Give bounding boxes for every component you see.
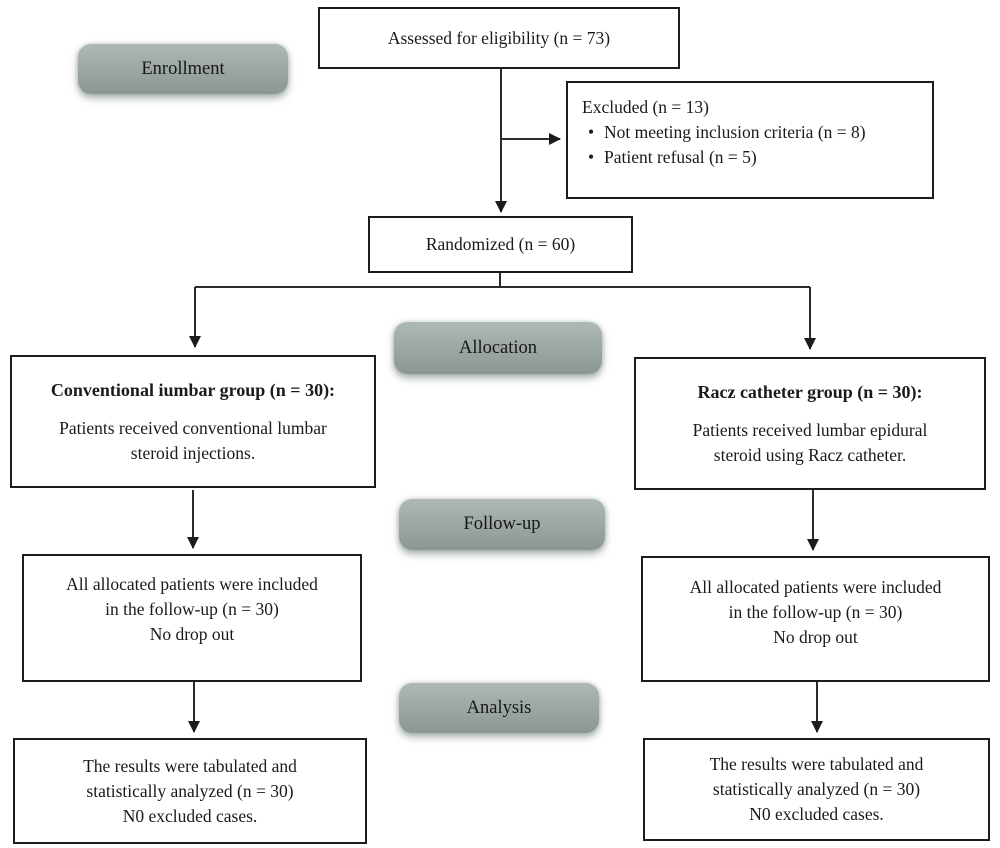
analysis-right-line: statistically analyzed (n = 30) [712,779,921,799]
enrollment-stage-label: Enrollment [141,58,225,79]
conventional-body-line: steroid injections. [130,442,256,463]
followup-right-box: All allocated patients were included in … [641,556,990,682]
analysis-left-line: N0 excluded cases. [122,805,258,826]
analysis-stage-label: Analysis [466,697,532,718]
excluded-bullet-item: • Not meeting inclusion criteria (n = 8) [582,120,918,145]
followup-stage-badge: Follow-up [399,499,605,550]
allocation-stage-label: Allocation [458,337,538,358]
analysis-left-box: The results were tabulated and statistic… [13,738,367,844]
analysis-left-line: statistically analyzed (n = 30) [86,780,294,801]
bullet-icon: • [588,147,595,167]
followup-right-line: No drop out [773,626,858,647]
excluded-box: Excluded (n = 13) • Not meeting inclusio… [566,81,934,199]
racz-body-line: steroid using Racz catheter. [713,444,907,465]
conventional-body-line: Patients received conventional lumbar [59,417,327,438]
racz-group-title: Racz catheter group (n = 30): [697,381,923,402]
racz-group-box: Racz catheter group (n = 30): Patients r… [634,357,986,490]
excluded-bullet-text: Patient refusal (n = 5) [604,147,757,167]
followup-left-box: All allocated patients were included in … [22,554,362,682]
followup-left-line: in the follow-up (n = 30) [105,598,279,619]
randomized-text: Randomized (n = 60) [425,234,576,254]
bullet-icon: • [588,122,595,142]
followup-right-line: in the follow-up (n = 30) [728,601,903,622]
analysis-right-line: N0 excluded cases. [749,804,884,824]
followup-left-line: No drop out [149,623,235,644]
enrollment-stage-badge: Enrollment [78,44,288,94]
followup-stage-label: Follow-up [463,514,541,534]
allocation-stage-badge: Allocation [394,322,602,374]
conventional-group-body: Patients received conventional lumbar st… [26,416,360,466]
conventional-group-box: Conventional iumbar group (n = 30): Pati… [10,355,376,488]
analysis-right-box: The results were tabulated and statistic… [643,738,990,841]
assessed-eligibility-box: Assessed for eligibility (n = 73) [318,7,680,69]
excluded-bullet-item: • Patient refusal (n = 5) [582,145,918,170]
analysis-stage-badge: Analysis [399,683,599,733]
followup-left-line: All allocated patients were included [66,573,318,594]
followup-right-line: All allocated patients were included [689,576,942,597]
analysis-right-line: The results were tabulated and [709,754,924,774]
racz-group-body: Patients received lumbar epidural steroi… [650,418,970,468]
excluded-bullet-text: Not meeting inclusion criteria (n = 8) [604,122,866,142]
racz-body-line: Patients received lumbar epidural [692,419,928,440]
randomized-box: Randomized (n = 60) [368,216,633,273]
excluded-title: Excluded (n = 13) [582,97,709,117]
conventional-group-title: Conventional iumbar group (n = 30): [50,379,336,400]
assessed-eligibility-text: Assessed for eligibility (n = 73) [387,27,611,48]
analysis-left-line: The results were tabulated and [83,755,297,776]
